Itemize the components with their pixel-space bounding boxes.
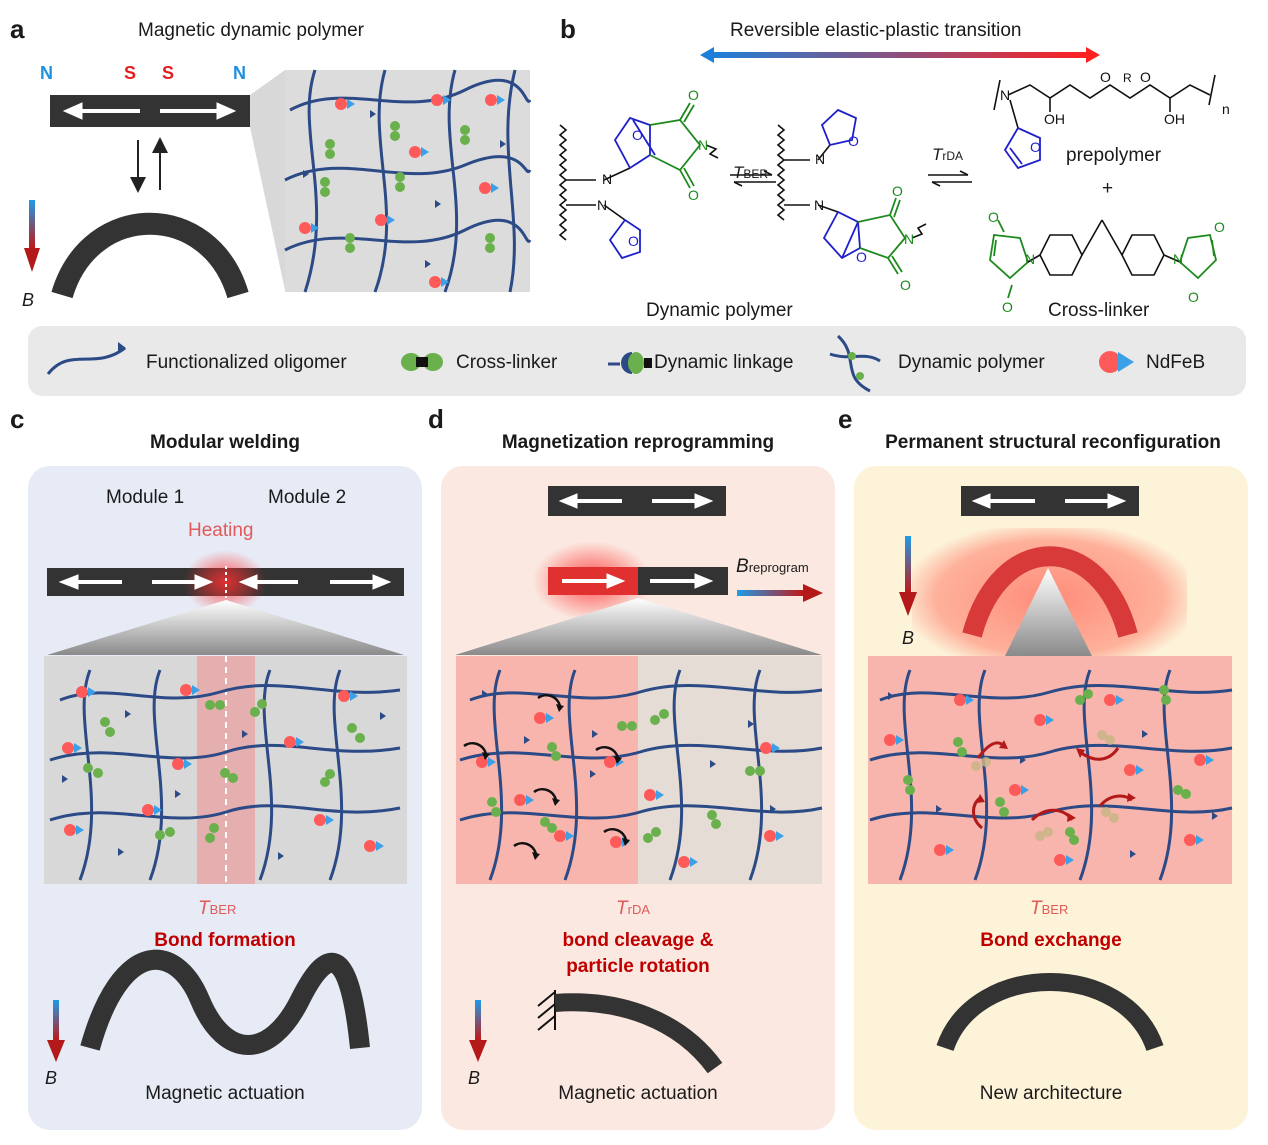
legend-crosslinker: Cross-linker xyxy=(456,352,558,373)
crosslinker-label: Cross-linker xyxy=(1048,300,1150,321)
panel-d-temp: TrDA xyxy=(616,898,650,919)
eq1-label: TBER xyxy=(733,163,769,182)
pole-n-left: N xyxy=(40,63,53,83)
pole-n-right: N xyxy=(233,63,246,83)
panel-e-label: e xyxy=(838,404,853,434)
svg-text:O: O xyxy=(988,209,999,225)
svg-text:O: O xyxy=(1140,69,1151,85)
svg-text:O: O xyxy=(688,187,699,203)
breprogram-label: Breprogram xyxy=(736,556,809,577)
panel-e-title: Permanent structural reconfiguration xyxy=(885,432,1221,453)
transition-label: Reversible elastic-plastic transition xyxy=(730,20,1022,41)
svg-text:O: O xyxy=(1100,69,1111,85)
panel-d-process-line1: bond cleavage & xyxy=(562,930,714,951)
legend-oligomer: Functionalized oligomer xyxy=(146,352,347,373)
legend-dynamic-polymer: Dynamic polymer xyxy=(898,352,1045,373)
panel-c-temp: TBER xyxy=(198,898,237,919)
heating-label: Heating xyxy=(188,520,254,541)
panel-d-label: d xyxy=(428,404,444,434)
panel-a-label: a xyxy=(10,14,25,44)
svg-text:N: N xyxy=(815,151,825,167)
pole-s-right: S xyxy=(162,63,175,83)
svg-text:OH: OH xyxy=(1044,111,1065,127)
panel-d-process-line2: particle rotation xyxy=(566,956,710,977)
svg-text:R: R xyxy=(1123,71,1132,85)
svg-text:O: O xyxy=(688,87,699,103)
svg-text:O: O xyxy=(1188,289,1199,305)
svg-text:O: O xyxy=(628,233,639,249)
svg-text:N: N xyxy=(1025,251,1035,267)
svg-text:O: O xyxy=(1214,219,1225,235)
svg-text:O: O xyxy=(848,133,859,149)
panel-a-title: Magnetic dynamic polymer xyxy=(138,20,364,41)
panel-c-title: Modular welding xyxy=(150,432,300,453)
panel-e-field-symbol: B xyxy=(902,628,915,648)
panel-b-graphics: N N O O N O O N N O O N O O xyxy=(558,47,1230,315)
network-a xyxy=(284,69,532,293)
module-1-label: Module 1 xyxy=(106,487,185,508)
plus-sign: + xyxy=(1102,178,1114,199)
panel-a-field-symbol: B xyxy=(22,290,35,310)
panel-c-label: c xyxy=(10,404,25,434)
svg-text:O: O xyxy=(1002,299,1013,315)
panel-b-label: b xyxy=(560,14,576,44)
prepolymer-label: prepolymer xyxy=(1066,145,1162,166)
eq2-label: TrDA xyxy=(932,145,964,164)
svg-text:N: N xyxy=(698,137,708,153)
svg-text:N: N xyxy=(904,231,914,247)
svg-text:O: O xyxy=(856,249,867,265)
svg-text:N: N xyxy=(814,197,824,213)
legend-icons xyxy=(46,334,1134,393)
legend-dynamic-linkage: Dynamic linkage xyxy=(654,352,794,373)
svg-text:O: O xyxy=(900,277,911,293)
svg-text:OH: OH xyxy=(1164,111,1185,127)
svg-text:O: O xyxy=(892,183,903,199)
panel-d-field-symbol: B xyxy=(468,1068,481,1088)
module-2-label: Module 2 xyxy=(268,487,347,508)
svg-text:N: N xyxy=(1173,251,1183,267)
svg-text:N: N xyxy=(597,197,607,213)
dynamic-polymer-label: Dynamic polymer xyxy=(646,300,793,321)
panel-e-process: Bond exchange xyxy=(980,930,1122,951)
pole-s-left: S xyxy=(124,63,137,83)
panel-c-field-symbol: B xyxy=(45,1068,58,1088)
panel-e-temp: TBER xyxy=(1030,898,1069,919)
legend-ndfeb: NdFeB xyxy=(1146,352,1206,373)
svg-text:N: N xyxy=(602,171,612,187)
svg-text:N: N xyxy=(1000,87,1010,103)
svg-text:n: n xyxy=(1222,101,1230,117)
panel-d-title: Magnetization reprogramming xyxy=(501,432,775,453)
panel-d-caption: Magnetic actuation xyxy=(558,1083,718,1104)
svg-text:O: O xyxy=(1030,139,1041,155)
svg-text:O: O xyxy=(632,127,643,143)
panel-e-caption: New architecture xyxy=(979,1083,1123,1104)
panel-c-caption: Magnetic actuation xyxy=(145,1083,305,1104)
panel-c-process: Bond formation xyxy=(154,930,296,951)
